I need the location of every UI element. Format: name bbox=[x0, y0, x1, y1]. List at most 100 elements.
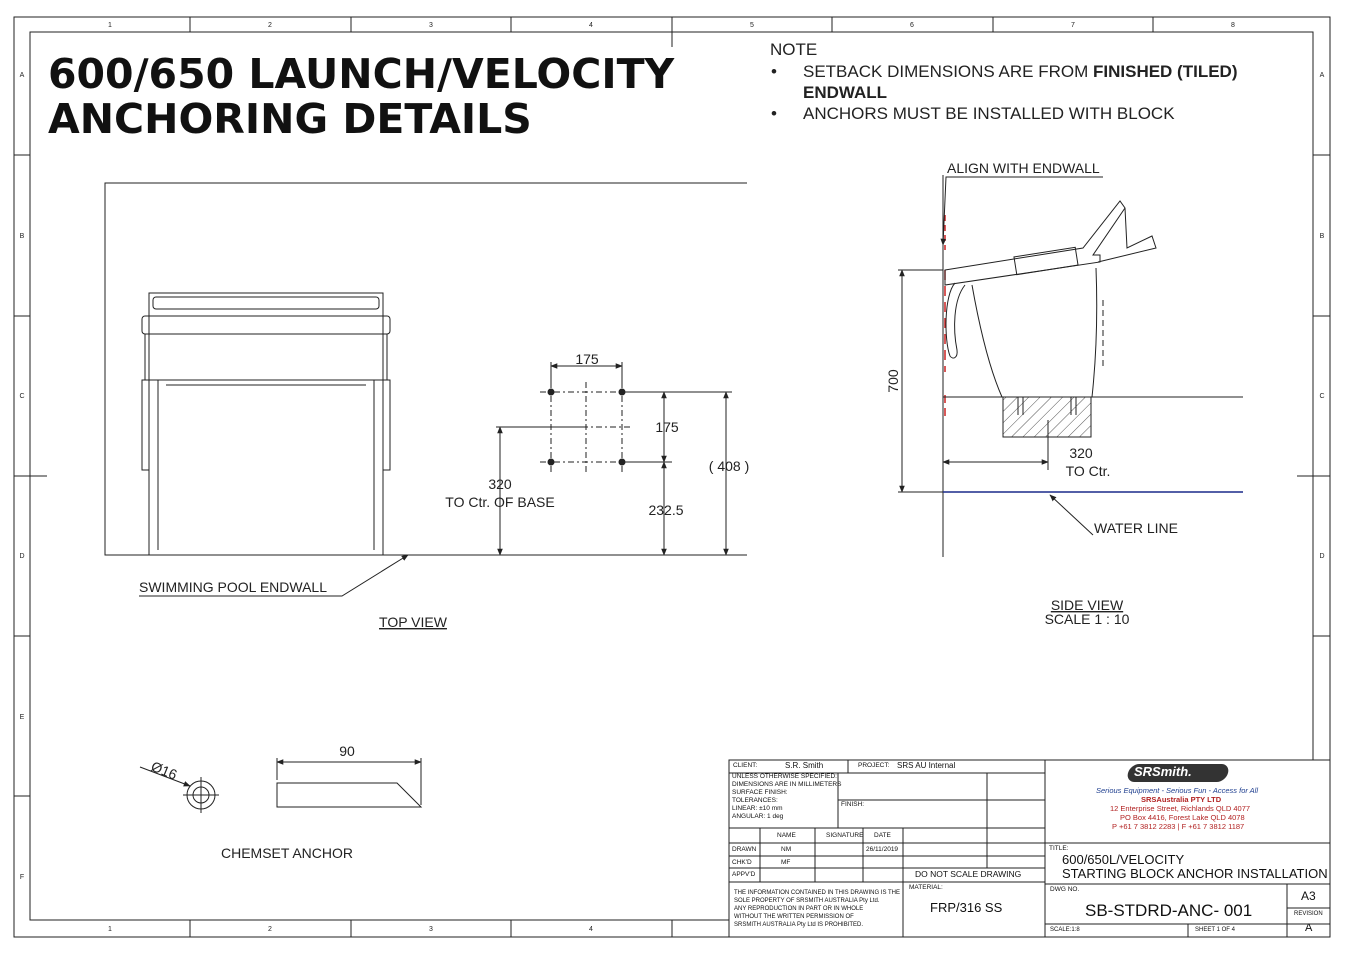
zone-col-6: 6 bbox=[910, 22, 914, 29]
scale-value: SCALE:1:8 bbox=[1050, 927, 1080, 933]
dim-hole-spacing-y: 175 bbox=[655, 419, 679, 435]
side-view-caption: SIDE VIEW bbox=[1051, 597, 1124, 613]
company-address-1: 12 Enterprise Street, Richlands QLD 4077 bbox=[1110, 804, 1251, 813]
zone-row-a-right: A bbox=[1320, 72, 1325, 79]
water-line-label: WATER LINE bbox=[1094, 520, 1178, 536]
company-name: SRSAustralia PTY LTD bbox=[1141, 795, 1222, 804]
finish-label: FINISH: bbox=[841, 801, 865, 808]
chkd-label: CHK'D bbox=[732, 859, 752, 866]
revision-label: REVISION bbox=[1294, 911, 1323, 917]
zone-col-7: 7 bbox=[1071, 22, 1075, 29]
zone-col-3: 3 bbox=[429, 22, 433, 29]
zone-col-3-bottom: 3 bbox=[429, 926, 433, 933]
endwall-label: SWIMMING POOL ENDWALL bbox=[139, 579, 327, 595]
notes: NOTE • SETBACK DIMENSIONS ARE FROM FINIS… bbox=[770, 40, 1238, 123]
drawn-label: DRAWN bbox=[732, 846, 757, 853]
zone-row-a: A bbox=[20, 72, 25, 79]
block-plan-outline bbox=[141, 292, 391, 556]
zone-col-1: 1 bbox=[108, 22, 112, 29]
zone-row-f: F bbox=[20, 874, 24, 881]
anchor-diameter: Ø16 bbox=[149, 758, 180, 783]
drawn-date: 26/11/2019 bbox=[866, 846, 899, 853]
drawn-name: NM bbox=[781, 846, 792, 853]
zone-col-8: 8 bbox=[1231, 22, 1235, 29]
spec-line-4: TOLERANCES: bbox=[732, 797, 778, 804]
dim-to-center-label: TO Ctr. OF BASE bbox=[445, 494, 554, 510]
side-dim-to-center-label: TO Ctr. bbox=[1066, 463, 1111, 479]
zone-row-e: E bbox=[20, 714, 25, 721]
dwg-label: DWG NO. bbox=[1050, 886, 1080, 893]
zone-row-d-right: D bbox=[1319, 553, 1324, 560]
company-phone: P +61 7 3812 2283 | F +61 7 3812 1187 bbox=[1112, 822, 1245, 831]
zone-row-b: B bbox=[20, 233, 25, 240]
zone-col-4: 4 bbox=[589, 22, 593, 29]
revision-value: A bbox=[1305, 922, 1313, 934]
title-block-grid bbox=[728, 759, 1331, 938]
title-line-1: 600/650L/VELOCITY bbox=[1062, 852, 1185, 867]
client-value: S.R. Smith bbox=[785, 761, 824, 770]
material-label: MATERIAL: bbox=[909, 884, 943, 891]
side-view bbox=[898, 175, 1243, 557]
anchor-hole-pattern bbox=[547, 388, 626, 466]
zone-col-2: 2 bbox=[268, 22, 272, 29]
note-heading: NOTE bbox=[770, 40, 817, 59]
side-dim-to-center-value: 320 bbox=[1069, 445, 1093, 461]
dim-base-offset: 232.5 bbox=[648, 502, 683, 518]
drawing-title-line2: ANCHORING DETAILS bbox=[48, 95, 532, 143]
chkd-name: MF bbox=[781, 859, 791, 866]
zone-col-5: 5 bbox=[750, 22, 754, 29]
dim-hole-spacing-x: 175 bbox=[575, 351, 599, 367]
zone-row-c: C bbox=[19, 393, 24, 400]
anchor-labels: Ø16 90 CHEMSET ANCHOR bbox=[149, 743, 355, 861]
note-bullet-2-glyph: • bbox=[771, 104, 777, 123]
side-view-scale: SCALE 1 : 10 bbox=[1045, 611, 1130, 627]
disclaimer-5: SRSMITH AUSTRALIA Pty Ltd IS PROHIBITED. bbox=[734, 922, 864, 928]
zone-col-2-bottom: 2 bbox=[268, 926, 272, 933]
dim-to-center-value: 320 bbox=[488, 476, 512, 492]
dim-height: 700 bbox=[885, 369, 901, 393]
note-bullet-1-cont: ENDWALL bbox=[803, 83, 887, 102]
col-signature: SIGNATURE bbox=[826, 832, 864, 839]
disclaimer-3: ANY REPRODUCTION IN PART OR IN WHOLE bbox=[734, 906, 864, 912]
zone-col-1-bottom: 1 bbox=[108, 926, 112, 933]
do-not-scale: DO NOT SCALE DRAWING bbox=[915, 869, 1022, 879]
zone-row-d: D bbox=[19, 553, 24, 560]
spec-line-5: LINEAR: ±10 mm bbox=[732, 805, 783, 812]
disclaimer-1: THE INFORMATION CONTAINED IN THIS DRAWIN… bbox=[734, 890, 901, 896]
project-value: SRS AU Internal bbox=[897, 761, 956, 770]
appvd-label: APPV'D bbox=[732, 871, 756, 878]
chemset-anchor bbox=[139, 758, 423, 813]
top-view bbox=[104, 182, 747, 597]
note-bullet-1-glyph: • bbox=[771, 62, 777, 81]
drawing-title-line1: 600/650 LAUNCH/VELOCITY bbox=[48, 50, 676, 98]
zone-row-c-right: C bbox=[1319, 393, 1324, 400]
title-line-2: STARTING BLOCK ANCHOR INSTALLATION bbox=[1062, 866, 1328, 881]
disclaimer-4: WITHOUT THE WRITTEN PERMISSION OF bbox=[734, 914, 854, 920]
client-label: CLIENT: bbox=[733, 762, 758, 769]
note-bullet-1: SETBACK DIMENSIONS ARE FROM FINISHED (TI… bbox=[803, 62, 1238, 81]
concrete-footing bbox=[1002, 396, 1092, 438]
zone-labels: 1 2 3 4 5 6 7 8 1 2 3 4 A B C D E F A B … bbox=[19, 22, 1324, 933]
col-date: DATE bbox=[874, 832, 891, 839]
zone-col-4-bottom: 4 bbox=[589, 926, 593, 933]
material-value: FRP/316 SS bbox=[930, 900, 1003, 915]
disclaimer-2: SOLE PROPERTY OF SRSMITH AUSTRALIA Pty L… bbox=[734, 898, 880, 904]
project-label: PROJECT: bbox=[858, 762, 890, 769]
title-label: TITLE: bbox=[1049, 845, 1069, 852]
note-bullet-2: ANCHORS MUST BE INSTALLED WITH BLOCK bbox=[803, 104, 1175, 123]
dim-overall: ( 408 ) bbox=[709, 458, 749, 474]
zone-row-b-right: B bbox=[1320, 233, 1325, 240]
spec-line-2: DIMENSIONS ARE IN MILLIMETERS bbox=[732, 781, 842, 788]
side-view-labels: ALIGN WITH ENDWALL 700 320 TO Ctr. WATER… bbox=[885, 160, 1178, 627]
size-value: A3 bbox=[1301, 889, 1316, 903]
spec-line-3: SURFACE FINISH: bbox=[732, 789, 788, 796]
tagline: Serious Equipment - Serious Fun - Access… bbox=[1096, 786, 1259, 795]
dwg-value: SB-STDRD-ANC- 001 bbox=[1085, 901, 1253, 920]
anchor-length: 90 bbox=[339, 743, 355, 759]
sheet-value: SHEET 1 OF 4 bbox=[1195, 927, 1235, 933]
spec-line-1: UNLESS OTHERWISE SPECIFIED: bbox=[732, 773, 837, 780]
spec-line-6: ANGULAR: 1 deg bbox=[732, 813, 784, 820]
align-label: ALIGN WITH ENDWALL bbox=[947, 160, 1100, 176]
logo-text: SRSmith. bbox=[1134, 764, 1192, 779]
